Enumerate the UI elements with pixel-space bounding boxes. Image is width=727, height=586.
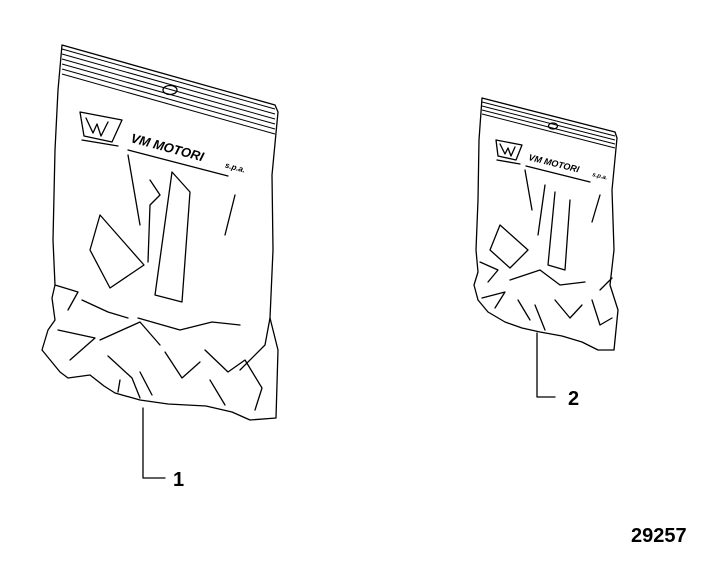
large-bag-zip-seal	[61, 48, 276, 135]
large-bag-brand-underline	[127, 149, 229, 177]
small-bag-logo	[495, 139, 523, 165]
small-bag-brand-underline	[525, 165, 591, 183]
large-bag-leader-line	[142, 407, 166, 479]
callout-1: 1	[173, 469, 184, 491]
large-bag-hang-hole	[162, 84, 178, 96]
small-bag-brand-suffix: s.p.a.	[592, 172, 609, 182]
small-bag-brand-name: VM MOTORI	[528, 152, 581, 174]
small-bag-leader-line	[536, 332, 556, 398]
large-parts-bag: VM MOTORI s.p.a.	[41, 44, 279, 479]
large-bag-logo	[79, 111, 123, 147]
small-bag-outline	[473, 97, 619, 351]
small-bag-wrinkles	[479, 169, 613, 331]
small-parts-bag: VM MOTORI s.p.a.	[473, 97, 619, 398]
figure-number: 29257	[631, 525, 687, 547]
small-bag-hang-hole	[547, 122, 559, 130]
large-bag-wrinkles	[54, 154, 271, 411]
large-bag-brand-name: VM MOTORI	[129, 130, 206, 164]
large-bag-brand-suffix: s.p.a.	[224, 161, 246, 175]
large-bag-outline	[41, 44, 279, 421]
callout-2: 2	[568, 388, 579, 410]
